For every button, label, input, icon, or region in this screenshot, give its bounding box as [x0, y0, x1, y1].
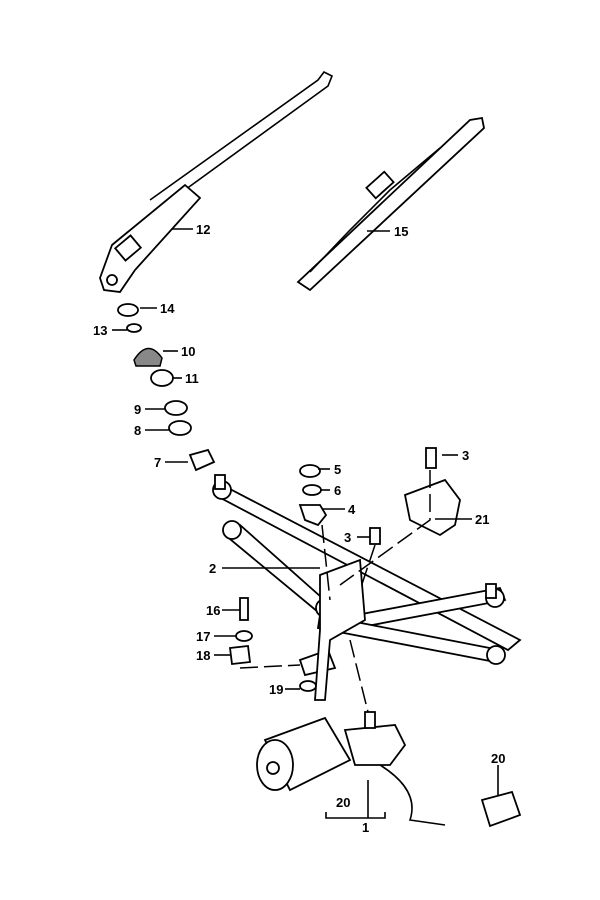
- callout-7: 7: [154, 455, 161, 470]
- callout-1: 1: [362, 820, 369, 835]
- callout-8: 8: [134, 423, 141, 438]
- callout-20-connector: 20: [491, 751, 505, 766]
- callout-17: 17: [196, 629, 210, 644]
- leader-lines: [112, 228, 499, 819]
- callout-3a: 3: [462, 448, 469, 463]
- callout-4: 4: [348, 502, 356, 517]
- callout-10: 10: [181, 344, 195, 359]
- small-parts: [117, 303, 461, 692]
- callout-13: 13: [93, 323, 107, 338]
- callout-15: 15: [394, 224, 408, 239]
- wiper-blade: [296, 116, 485, 292]
- callout-2: 2: [209, 561, 216, 576]
- callout-18: 18: [196, 648, 210, 663]
- connector-plug: [480, 790, 522, 828]
- callout-19: 19: [269, 682, 283, 697]
- callout-14: 14: [160, 301, 175, 316]
- callout-5: 5: [334, 462, 341, 477]
- callout-6: 6: [334, 483, 341, 498]
- callout-20-motor: 20: [336, 795, 350, 810]
- callout-21: 21: [475, 512, 489, 527]
- callout-3b: 3: [344, 530, 351, 545]
- wiper-motor: [256, 711, 446, 826]
- callout-16: 16: [206, 603, 220, 618]
- wiper-arm: [99, 70, 334, 293]
- callout-11: 11: [185, 371, 199, 386]
- callout-labels: 12 15 14 13 10 11 9 8 7 5 6 3 4 3 21 2 1…: [93, 222, 505, 835]
- callout-9: 9: [134, 402, 141, 417]
- callout-12: 12: [196, 222, 210, 237]
- wiper-linkage: [212, 474, 522, 701]
